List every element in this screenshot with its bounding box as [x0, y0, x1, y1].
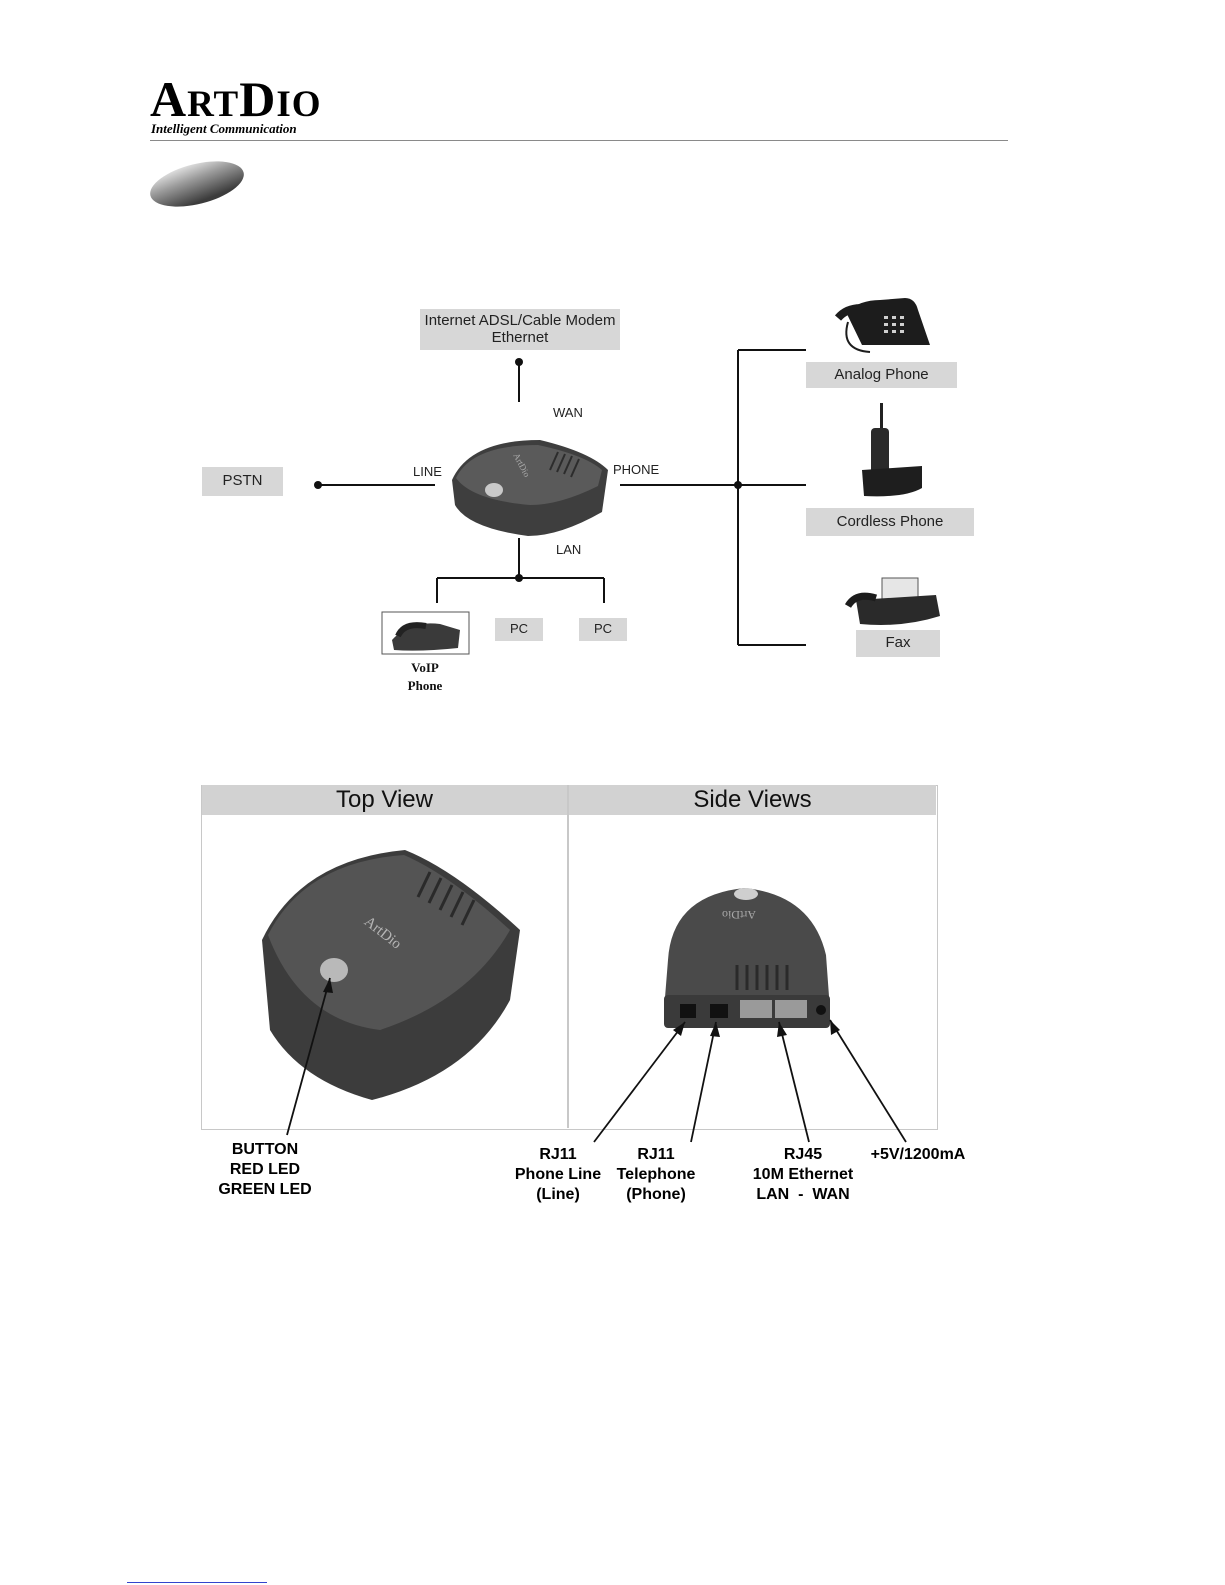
callout-rj11-line-3: (Line): [508, 1185, 608, 1205]
callout-rj45-1: RJ45: [743, 1145, 863, 1165]
callout-rj11-line-2: Phone Line: [508, 1165, 608, 1185]
callout-rj11-phone-3: (Phone): [608, 1185, 704, 1205]
device-views-art: [0, 0, 1225, 1220]
callout-rj11-line: RJ11 Phone Line (Line): [508, 1145, 608, 1205]
side-view-brand-mark: ArtDio: [722, 907, 756, 922]
callout-rj45: RJ45 10M Ethernet LAN - WAN: [743, 1145, 863, 1205]
callout-rj11-phone: RJ11 Telephone (Phone): [608, 1145, 704, 1205]
top-view-device-icon: [262, 850, 520, 1100]
callout-button-leds: BUTTON RED LED GREEN LED: [210, 1140, 320, 1200]
callout-button-line-3: GREEN LED: [210, 1180, 320, 1200]
callout-button-line-2: RED LED: [210, 1160, 320, 1180]
callout-button-line-1: BUTTON: [210, 1140, 320, 1160]
callout-power: +5V/1200mA: [862, 1145, 974, 1165]
callout-rj11-line-1: RJ11: [508, 1145, 608, 1165]
callout-power-1: +5V/1200mA: [862, 1145, 974, 1165]
callout-rj45-3: LAN - WAN: [743, 1185, 863, 1205]
footer-link-rule: [127, 1582, 267, 1583]
callout-rj11-phone-2: Telephone: [608, 1165, 704, 1185]
callout-rj45-2: 10M Ethernet: [743, 1165, 863, 1185]
callout-rj11-phone-1: RJ11: [608, 1145, 704, 1165]
